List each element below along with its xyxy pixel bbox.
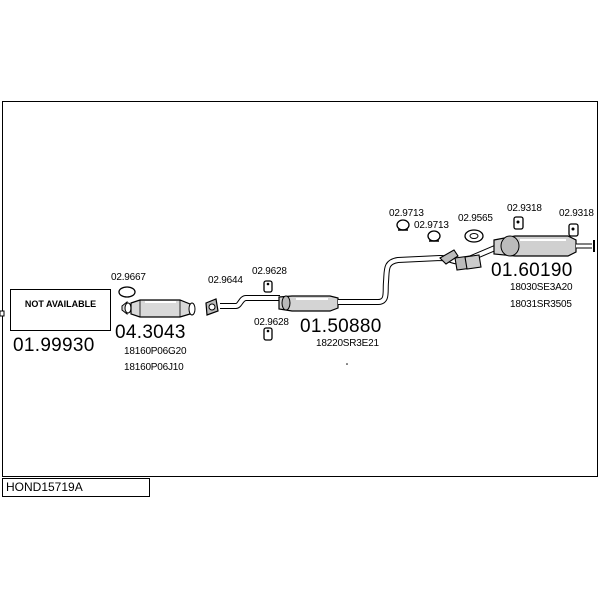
rear-oem-2: 18031SR3505: [510, 299, 572, 310]
edge-marker: [0, 310, 5, 317]
mid-silencer-number: 01.50880: [300, 316, 382, 337]
catalytic-converter: [121, 299, 196, 318]
mid-silencer-oem: 18220SR3E21: [316, 338, 379, 349]
rear-flange-icon: [454, 254, 482, 271]
gasket-ring-icon: [118, 286, 136, 298]
not-available-text: NOT AVAILABLE: [24, 299, 97, 309]
diagram-code: HOND15719A: [6, 480, 83, 494]
hanger-r1-icon: [513, 216, 524, 230]
hanger-top-icon: [263, 280, 273, 293]
cat-oem-2: 18160P06J10: [124, 362, 184, 373]
gasket-b-label: 02.9644: [208, 275, 243, 286]
clamp-2-label: 02.9713: [414, 220, 449, 231]
clamp-1-label: 02.9713: [389, 208, 424, 219]
rear-silencer: [493, 235, 595, 257]
rear-silencer-number: 01.60190: [491, 260, 573, 281]
clamp-1-icon: [396, 219, 410, 231]
hanger-r2-icon: [568, 223, 579, 237]
gasket-c-icon: [464, 229, 484, 243]
stray-dot: [346, 363, 348, 365]
cat-oem-1: 18160P06G20: [124, 346, 187, 357]
pipe-flange-icon: [439, 249, 459, 265]
hanger-bottom-icon: [263, 327, 273, 341]
gasket-a-label: 02.9667: [111, 272, 146, 283]
front-pipe-number: 01.99930: [13, 335, 95, 356]
diagram-frame: [2, 101, 598, 477]
clamp-2-icon: [427, 230, 441, 242]
not-available-box: NOT AVAILABLE: [10, 289, 111, 331]
diagram-code-box: HOND15719A: [2, 478, 150, 497]
middle-silencer: [278, 295, 339, 312]
rear-oem-1: 18030SE3A20: [510, 282, 573, 293]
gasket-c-label: 02.9565: [458, 213, 493, 224]
hanger-r1-label: 02.9318: [507, 203, 542, 214]
hanger-r2-label: 02.9318: [559, 208, 594, 219]
intermediate-pipe: [220, 295, 280, 309]
cat-number: 04.3043: [115, 322, 186, 343]
hanger-bottom-label: 02.9628: [254, 317, 289, 328]
hanger-top-label: 02.9628: [252, 266, 287, 277]
